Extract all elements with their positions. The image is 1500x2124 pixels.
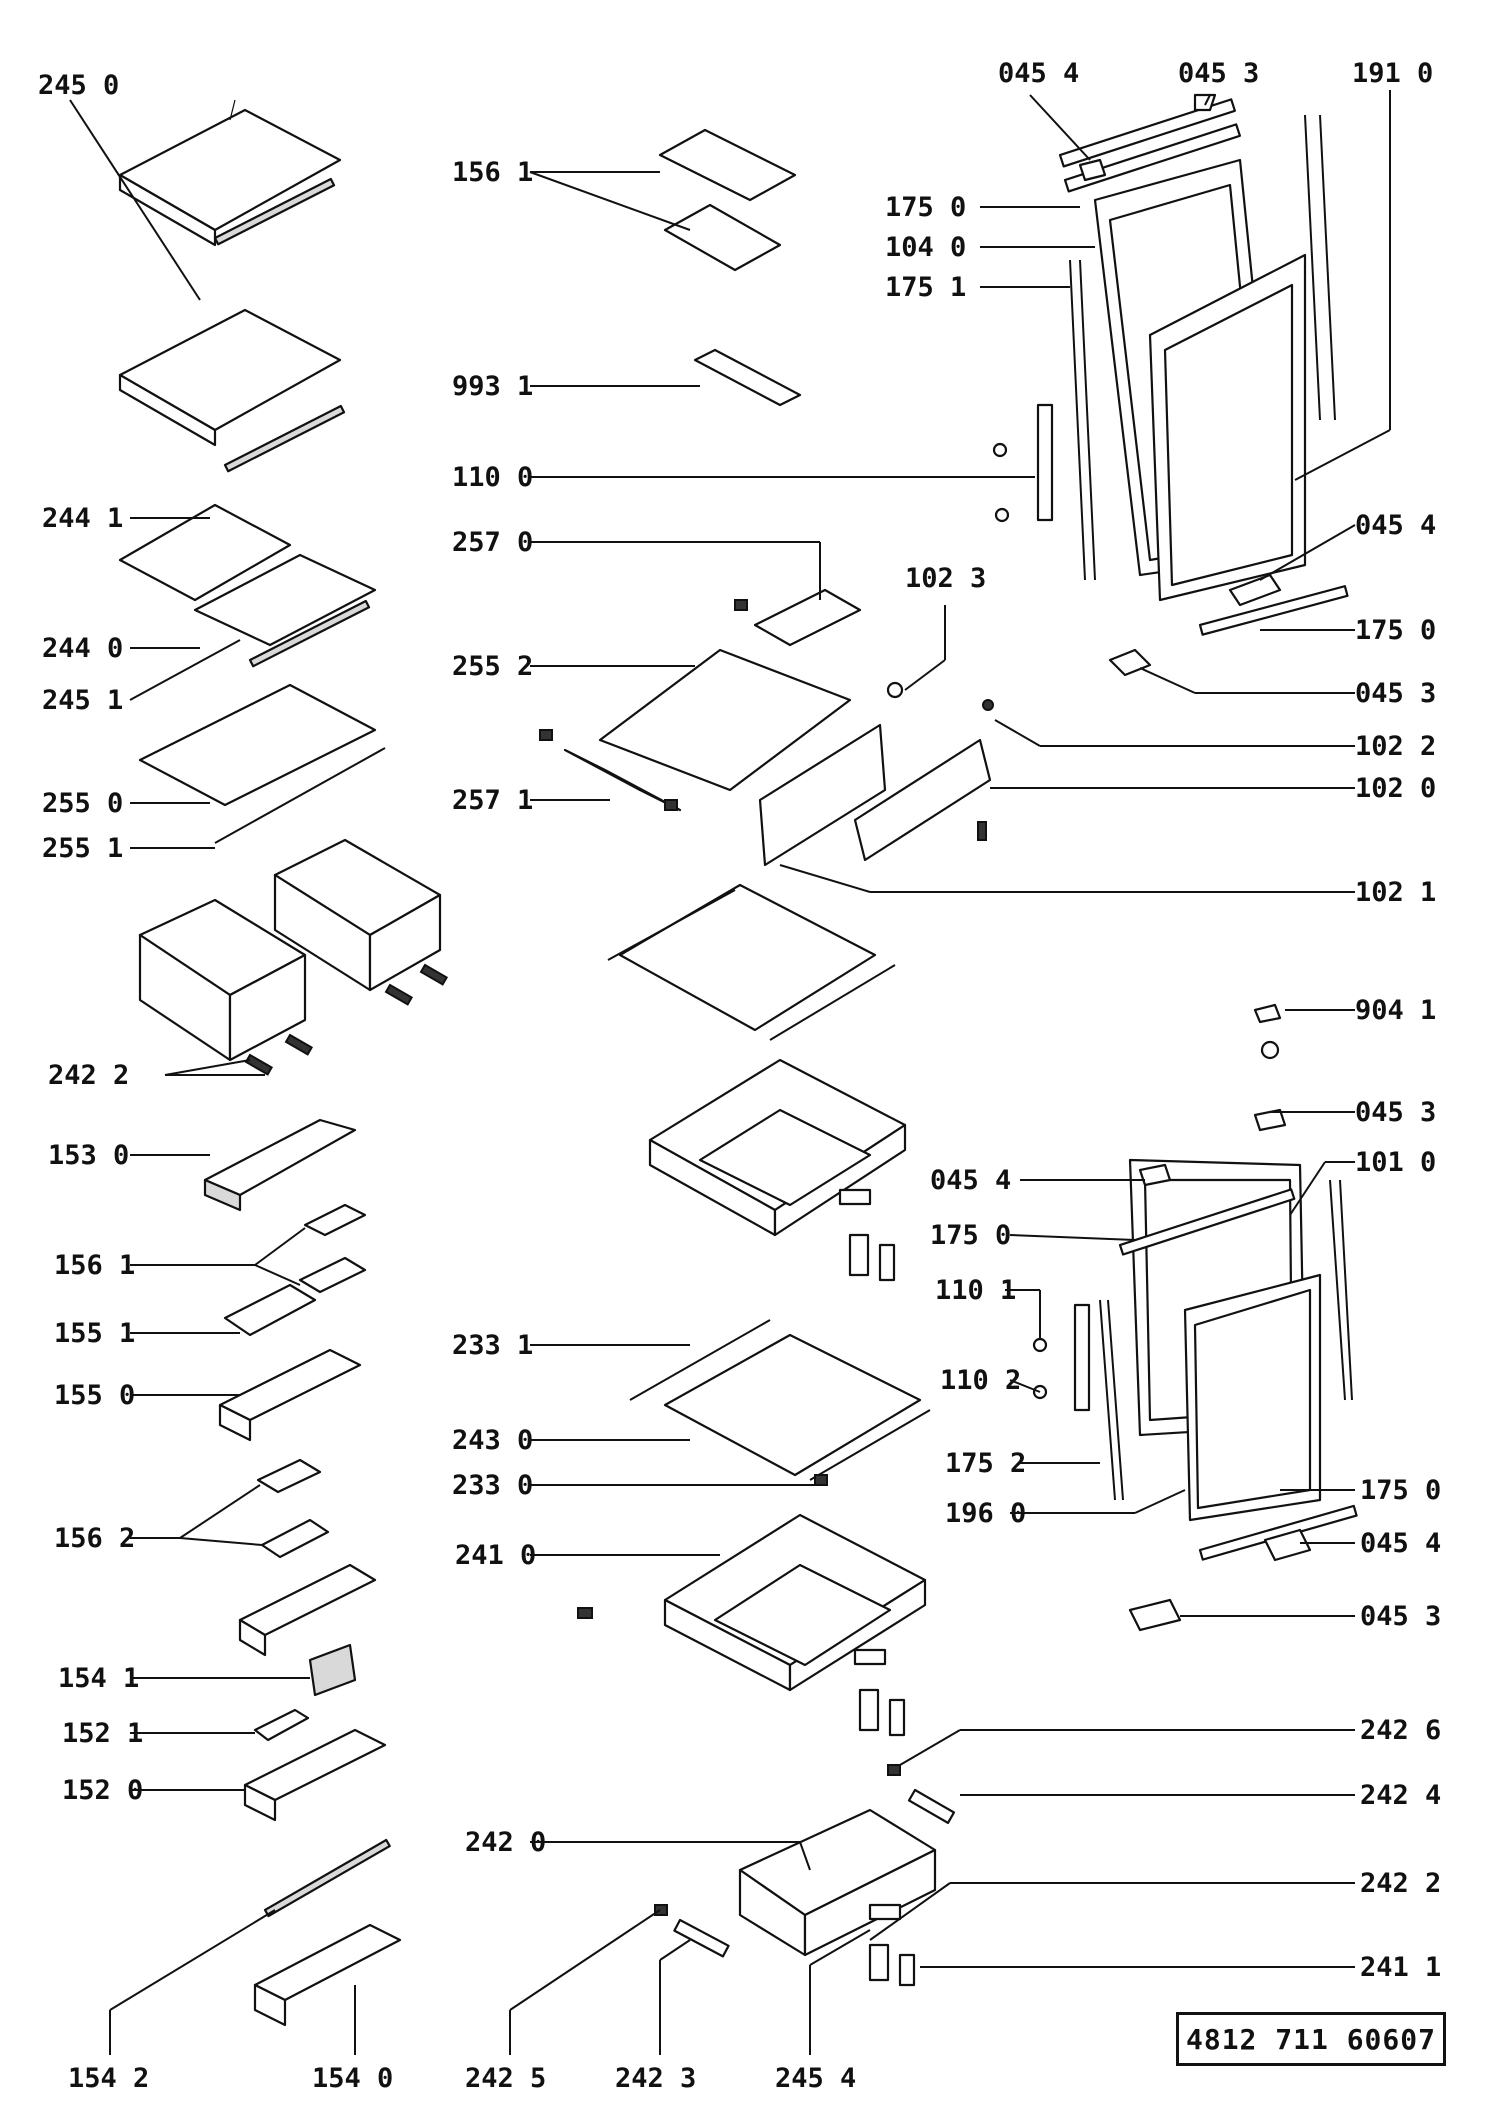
glass-shelf-255-2 [598,648,852,792]
bottle-retainer-154-2 [263,1838,391,1918]
bracket-993-1 [693,348,802,407]
glass-shelf-left [138,683,386,844]
callout-045-4d: 045 4 [1360,1528,1442,1559]
callout-245-4: 245 4 [775,2063,857,2094]
callout-101-0: 101 0 [1355,1147,1437,1178]
wire-shelf-middle [118,308,346,473]
callout-155-1: 155 1 [54,1318,136,1349]
freezer-grid-shelf-upper [607,883,896,1041]
callout-175-0: 175 0 [885,192,967,223]
door-bin-152 [243,1728,387,1822]
freezer-flap-frame [758,681,994,867]
callout-242-3: 242 3 [615,2063,697,2094]
callout-155-0: 155 0 [54,1380,136,1411]
callout-233-1: 233 1 [452,1330,534,1361]
callout-102-0: 102 0 [1355,773,1437,804]
egg-tray-155-1 [223,1283,317,1337]
callout-110-0: 110 0 [452,462,534,493]
callout-242-6: 242 6 [1360,1715,1442,1746]
callout-152-1: 152 1 [62,1718,144,1749]
callout-255-0: 255 0 [42,788,124,819]
callout-257-1: 257 1 [452,785,534,816]
callout-196-0: 196 0 [945,1498,1027,1529]
door-shelf-153 [203,1118,357,1212]
shelf-support-257-0 [734,588,862,647]
callout-045-3: 045 3 [1178,58,1260,89]
shelf-support-257-1 [539,729,682,812]
callout-154-0: 154 0 [312,2063,394,2094]
callout-241-1: 241 1 [1360,1952,1442,1983]
callout-102-1: 102 1 [1355,877,1437,908]
callout-233-0: 233 0 [452,1470,534,1501]
callout-175-0b: 175 0 [1355,615,1437,646]
callout-242-5: 242 5 [465,2063,547,2094]
fridge-door [992,93,1349,677]
callout-156-1b: 156 1 [54,1250,136,1281]
callout-045-4b: 045 4 [1355,510,1437,541]
callout-244-0: 244 0 [42,633,124,664]
ice-tray-156-1 [298,1203,367,1294]
callout-242-2: 242 2 [48,1060,130,1091]
callout-045-3b: 045 3 [1355,678,1437,709]
document-number-box: 4812 711 60607 [1176,2012,1446,2066]
callout-110-2: 110 2 [940,1365,1022,1396]
callout-993-1: 993 1 [452,371,534,402]
callout-045-4c: 045 4 [930,1165,1012,1196]
callout-244-1: 244 1 [42,503,124,534]
callout-242-4: 242 4 [1360,1780,1442,1811]
callout-156-2: 156 2 [54,1523,136,1554]
callout-110-1: 110 1 [935,1275,1017,1306]
callout-245-1: 245 1 [42,685,124,716]
wire-shelf-upper [118,99,342,247]
callout-241-0: 241 0 [455,1540,537,1571]
callout-045-3d: 045 3 [1360,1601,1442,1632]
callout-102-3: 102 3 [905,563,987,594]
leader-lines [69,90,1391,2055]
callout-255-2: 255 2 [452,651,534,682]
small-holder-152-1 [253,1708,310,1742]
door-bin-155 [218,1348,362,1442]
cover-156-2 [256,1458,330,1559]
bottle-bin-154 [253,1923,402,2027]
callout-242-0: 242 0 [465,1827,547,1858]
crisper-bin-left [138,898,314,1076]
callout-102-2: 102 2 [1355,731,1437,762]
freezer-grid-shelf-lower [629,1319,931,1486]
door-bin-upper-154 [238,1563,377,1657]
callout-175-2: 175 2 [945,1448,1027,1479]
callout-152-0: 152 0 [62,1775,144,1806]
freezer-drawer-lower [577,1513,927,1737]
freezer-door [1032,1003,1358,1632]
crisper-drawer-242-0 [654,1764,956,1987]
callout-175-1: 175 1 [885,272,967,303]
callout-156-1: 156 1 [452,157,534,188]
ice-box-lid-156-1 [658,128,797,272]
callout-154-2: 154 2 [68,2063,150,2094]
callout-242-2b: 242 2 [1360,1868,1442,1899]
callout-154-1: 154 1 [58,1663,140,1694]
callout-257-0: 257 0 [452,527,534,558]
callout-045-3c: 045 3 [1355,1097,1437,1128]
divider-154-1 [308,1643,357,1697]
callout-153-0: 153 0 [48,1140,130,1171]
callout-045-4: 045 4 [998,58,1080,89]
callout-904-1: 904 1 [1355,995,1437,1026]
callout-191-0: 191 0 [1352,58,1434,89]
callout-175-0d: 175 0 [1360,1475,1442,1506]
callout-175-0c: 175 0 [930,1220,1012,1251]
wire-shelf-pair [118,503,377,668]
callout-104-0: 104 0 [885,232,967,263]
callout-255-1: 255 1 [42,833,124,864]
callout-243-0: 243 0 [452,1425,534,1456]
crisper-bin-right [273,838,449,1006]
callout-245-0: 245 0 [38,70,120,101]
freezer-drawer-upper [648,1058,907,1282]
